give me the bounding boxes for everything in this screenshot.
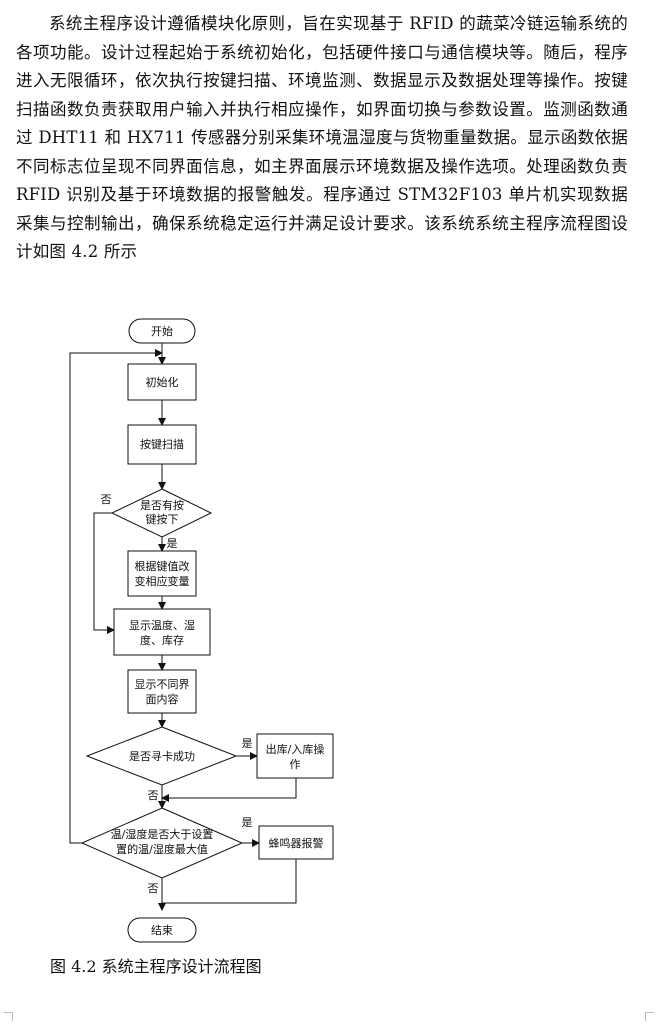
key-no-label: 否	[101, 493, 112, 506]
stock-op-label-1: 出库/入库操	[266, 742, 325, 756]
key-decision-label-2: 键按下	[146, 512, 179, 526]
change-var-label-2: 变相应变量	[135, 574, 190, 588]
key-decision	[110, 488, 213, 538]
scan-label: 按键扫描	[140, 437, 184, 451]
card-decision	[85, 726, 238, 786]
stock-op-box	[256, 733, 334, 779]
main-program-flowchart: 开始 初始化 按键扫描 是否有按 键按下 根据键值改 变相应变量 显示温度、湿 …	[69, 318, 334, 943]
start-terminal	[128, 318, 196, 344]
key-decision-label-1: 是否有按	[140, 498, 184, 512]
corner-mark-bottom-right	[645, 1012, 654, 1021]
init-label: 初始化	[146, 375, 179, 389]
show-ui-box	[127, 669, 197, 714]
temp-decision	[80, 807, 244, 879]
temp-yes-label: 是	[242, 816, 253, 829]
end-terminal	[127, 917, 197, 943]
change-var-box	[127, 550, 197, 597]
buzzer-box	[258, 825, 334, 860]
show-env-box	[113, 608, 211, 656]
show-env-label-2: 度、库存	[140, 633, 184, 647]
temp-decision-label-1: 温/湿度是否大于设置	[111, 827, 214, 841]
card-decision-label: 是否寻卡成功	[129, 750, 195, 763]
temp-decision-label-2: 置的温/湿度最大值	[116, 842, 208, 856]
card-no-label: 否	[148, 789, 159, 802]
stock-op-label-2: 作	[290, 758, 301, 771]
change-var-label-1: 根据键值改	[135, 559, 190, 573]
end-label: 结束	[151, 924, 173, 937]
show-ui-label-1: 显示不同界	[135, 678, 190, 691]
corner-mark-bottom-left	[4, 1012, 13, 1021]
card-yes-label: 是	[242, 737, 253, 750]
key-yes-label: 是	[167, 537, 178, 550]
scan-box	[127, 424, 197, 465]
init-box	[127, 363, 197, 401]
temp-no-label: 否	[148, 882, 159, 895]
figure-caption: 图 4.2 系统主程序设计流程图	[50, 957, 262, 976]
body-paragraph: 系统主程序设计遵循模块化原则，旨在实现基于 RFID 的蔬菜冷链运输系统的各项功…	[16, 14, 628, 261]
show-ui-label-2: 面内容	[146, 692, 179, 706]
show-env-label-1: 显示温度、湿	[129, 618, 195, 632]
buzzer-label: 蜂鸣器报警	[269, 836, 324, 850]
start-label: 开始	[151, 324, 173, 338]
